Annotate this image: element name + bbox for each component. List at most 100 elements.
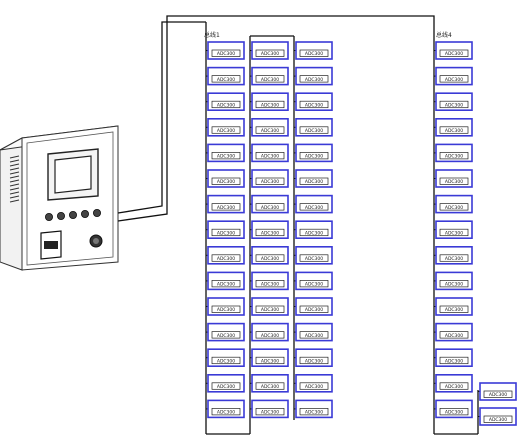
bus1-label: 总线1 xyxy=(204,31,220,39)
meter-col1-2: ADC300 xyxy=(206,66,245,86)
meter-model-label: ADC300 xyxy=(445,410,463,416)
meter-col2-12: ADC300 xyxy=(250,322,289,342)
meter-model-label: ADC300 xyxy=(445,154,463,160)
meter-col2-14: ADC300 xyxy=(250,373,289,393)
meter-col4-9: ADC300 xyxy=(434,246,473,265)
meter-display xyxy=(439,254,469,262)
meter-col3-9: ADC300 xyxy=(294,246,333,265)
bus-wiring xyxy=(117,15,479,435)
meter-col4-12: ADC300 xyxy=(434,322,473,342)
meter-display xyxy=(211,408,241,416)
meter-display xyxy=(439,331,469,339)
meter-col4-7: ADC300 xyxy=(434,194,473,214)
meter-display xyxy=(211,305,241,313)
meter-model-label: ADC300 xyxy=(261,102,279,108)
meter-model-label: ADC300 xyxy=(261,51,279,57)
meter-col1-14: ADC300 xyxy=(206,373,245,393)
meter-display xyxy=(439,126,469,134)
meter-col3-7: ADC300 xyxy=(294,194,333,214)
meter-col4-5: ADC300 xyxy=(434,143,473,163)
meter-model-label: ADC300 xyxy=(445,282,463,288)
meter-display xyxy=(439,75,469,83)
meter-col4-15: ADC300 xyxy=(434,399,473,419)
cable-to-bus4 xyxy=(117,15,435,222)
meter-model-label: ADC300 xyxy=(261,205,279,211)
meter-display xyxy=(255,408,285,416)
meter-display xyxy=(255,280,285,288)
meter-display xyxy=(483,390,513,398)
meter-model-label: ADC300 xyxy=(445,128,463,134)
meter-col2-6: ADC300 xyxy=(250,169,289,188)
meter-display xyxy=(299,408,329,416)
meter-display xyxy=(211,228,241,237)
meter-display xyxy=(211,177,241,185)
meter-display xyxy=(211,49,241,57)
meter-display xyxy=(299,49,329,57)
meter-display xyxy=(255,177,285,185)
meter-display xyxy=(255,203,285,211)
meter-display xyxy=(255,100,285,109)
meter-col2-10: ADC300 xyxy=(250,271,289,291)
meter-model-label: ADC300 xyxy=(217,128,235,134)
meter-col5-1: ADC300 xyxy=(478,382,517,401)
meter-display xyxy=(439,382,469,390)
hmi-screen xyxy=(47,148,99,201)
meter-col1-7: ADC300 xyxy=(206,194,245,214)
meter-col3-2: ADC300 xyxy=(294,66,333,86)
meter-display xyxy=(439,100,469,109)
meter-display xyxy=(483,415,513,423)
meter-col2-4: ADC300 xyxy=(250,118,289,137)
meter-col4-6: ADC300 xyxy=(434,169,473,188)
meter-col1-12: ADC300 xyxy=(206,322,245,342)
meter-model-label: ADC300 xyxy=(261,128,279,134)
cabinet-door xyxy=(26,131,114,266)
meter-model-label: ADC300 xyxy=(305,307,323,313)
meter-display xyxy=(299,228,329,237)
meter-display xyxy=(255,331,285,339)
meter-model-label: ADC300 xyxy=(445,51,463,57)
meter-col1-10: ADC300 xyxy=(206,271,245,291)
meter-col3-13: ADC300 xyxy=(294,348,333,368)
meter-col3-12: ADC300 xyxy=(294,322,333,342)
meter-display xyxy=(299,254,329,262)
meter-display xyxy=(255,382,285,390)
meter-col4-2: ADC300 xyxy=(434,66,473,86)
meter-col3-8: ADC300 xyxy=(294,220,333,239)
meter-display xyxy=(255,356,285,365)
meter-model-label: ADC300 xyxy=(261,154,279,160)
meter-model-label: ADC300 xyxy=(305,154,323,160)
meter-col1-9: ADC300 xyxy=(206,246,245,265)
meter-model-label: ADC300 xyxy=(305,282,323,288)
meter-col2-13: ADC300 xyxy=(250,348,289,368)
meter-display xyxy=(211,254,241,262)
meter-col1-15: ADC300 xyxy=(206,399,245,419)
meter-col3-10: ADC300 xyxy=(294,271,333,291)
meter-col3-4: ADC300 xyxy=(294,118,333,137)
button-icon xyxy=(81,209,90,218)
meter-model-label: ADC300 xyxy=(261,358,279,364)
meter-display xyxy=(439,152,469,160)
button-icon xyxy=(45,212,54,221)
meter-display xyxy=(299,100,329,109)
meter-model-label: ADC300 xyxy=(217,384,235,390)
meter-display xyxy=(439,203,469,211)
meter-model-label: ADC300 xyxy=(445,333,463,339)
meter-model-label: ADC300 xyxy=(489,392,507,398)
meter-model-label: ADC300 xyxy=(261,384,279,390)
meter-model-label: ADC300 xyxy=(445,102,463,108)
meter-model-label: ADC300 xyxy=(217,307,235,313)
meter-model-label: ADC300 xyxy=(217,77,235,83)
meter-display xyxy=(299,356,329,365)
control-buttons xyxy=(45,208,102,221)
meter-col4-14: ADC300 xyxy=(434,373,473,393)
meter-col3-14: ADC300 xyxy=(294,373,333,393)
meter-col5-2: ADC300 xyxy=(478,407,517,426)
button-icon xyxy=(57,211,66,220)
meter-display xyxy=(211,331,241,339)
knob-icon xyxy=(89,234,103,248)
meter-model-label: ADC300 xyxy=(445,256,463,262)
meter-model-label: ADC300 xyxy=(217,358,235,364)
meter-col3-5: ADC300 xyxy=(294,143,333,163)
meter-model-label: ADC300 xyxy=(261,77,279,83)
bus4-label: 总线4 xyxy=(436,31,452,39)
